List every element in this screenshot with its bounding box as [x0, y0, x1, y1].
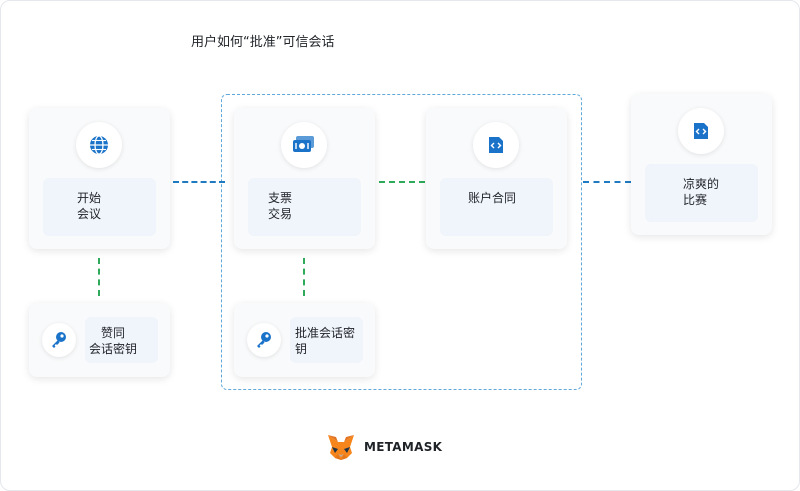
cash-icon — [281, 122, 327, 168]
node-approve-key-body — [85, 317, 158, 363]
node-approve-key-label: 赞同 会话密钥 — [89, 326, 138, 356]
node-batch-key-body — [290, 317, 363, 363]
connector-start-approve — [98, 258, 100, 296]
code-file-icon — [678, 108, 724, 154]
node-start-body — [43, 178, 156, 236]
code-file-icon — [473, 122, 519, 168]
node-account[interactable]: 账户合同 — [426, 108, 567, 249]
diagram-title: 用户如何“批准”可信会话 — [191, 35, 335, 50]
node-start-label: 开始 会议 — [77, 191, 102, 221]
node-game[interactable]: 凉爽的 比赛 — [631, 94, 772, 235]
node-batch-key[interactable]: 批准会话密 钥 — [234, 303, 375, 377]
brand-name: METAMASK — [364, 440, 443, 454]
node-game-body — [645, 164, 758, 222]
connector-payment-account — [379, 181, 425, 183]
globe-icon — [76, 122, 122, 168]
connector-start-payment — [173, 181, 225, 183]
connector-account-game — [583, 181, 631, 183]
node-account-body — [440, 178, 553, 236]
session-boundary — [221, 94, 582, 390]
fox-logo-icon — [328, 435, 354, 460]
brand: METAMASK — [326, 433, 442, 461]
key-icon — [42, 323, 76, 357]
node-batch-key-label: 批准会话密 钥 — [295, 326, 356, 356]
node-payment-label: 支票 交易 — [268, 191, 293, 221]
node-start[interactable]: 开始 会议 — [29, 108, 170, 249]
node-game-label: 凉爽的 比赛 — [683, 177, 720, 207]
key-icon — [247, 323, 281, 357]
connector-payment-batch — [303, 258, 305, 296]
node-account-label: 账户合同 — [468, 191, 517, 205]
node-approve-key[interactable]: 赞同 会话密钥 — [29, 303, 170, 377]
node-payment-body — [248, 178, 361, 236]
node-payment[interactable]: 支票 交易 — [234, 108, 375, 249]
